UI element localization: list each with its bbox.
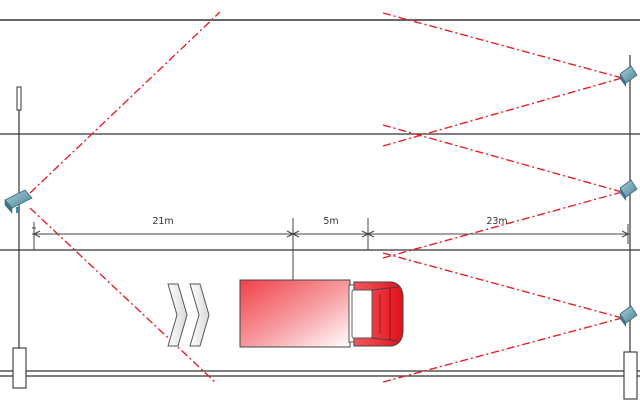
surveillance-camera-icon: [619, 305, 638, 327]
dimension-label-first-gap: 21m: [152, 216, 173, 227]
dimension-label-second-gap: 23m: [486, 216, 507, 227]
truck: [239, 279, 404, 348]
beam-right-1-upper: [382, 12, 623, 79]
beam-right-2-lower: [382, 191, 623, 259]
right-pole-base: [623, 351, 638, 400]
beam-left-lower: [29, 207, 216, 383]
truck-trailer: [239, 279, 351, 348]
dimension-line: [32, 218, 630, 300]
dimension-arrow-mid-b: [291, 230, 300, 238]
dimension-label-vehicle-gap: 5m: [323, 216, 338, 227]
beam-left-upper: [29, 11, 221, 194]
right-camera-pole: [623, 55, 638, 400]
dimension-arrow-mid-d: [366, 230, 375, 238]
dimension-arrow-left: [32, 230, 41, 238]
surveillance-camera-icon: [4, 189, 33, 214]
dimension-arrow-right: [621, 230, 630, 238]
left-camera-pole: [12, 86, 27, 389]
surveillance-camera-icon: [619, 179, 638, 201]
surveillance-camera-icon: [619, 65, 638, 87]
truck-cab-seam-a: [371, 286, 399, 291]
beam-right-1-lower: [382, 77, 623, 147]
beam-right-3-upper: [382, 252, 623, 319]
beam-right-2-upper: [382, 124, 623, 193]
road-lines: [0, 19, 640, 377]
truck-cab-seam-b: [371, 337, 399, 342]
chevron-right-icon: [167, 283, 210, 347]
beam-right-3-lower: [382, 317, 623, 383]
left-pole-base: [12, 347, 27, 389]
truck-cab-window: [351, 289, 373, 339]
left-pole-top-cap: [16, 86, 22, 111]
camera-beams: [29, 11, 623, 383]
